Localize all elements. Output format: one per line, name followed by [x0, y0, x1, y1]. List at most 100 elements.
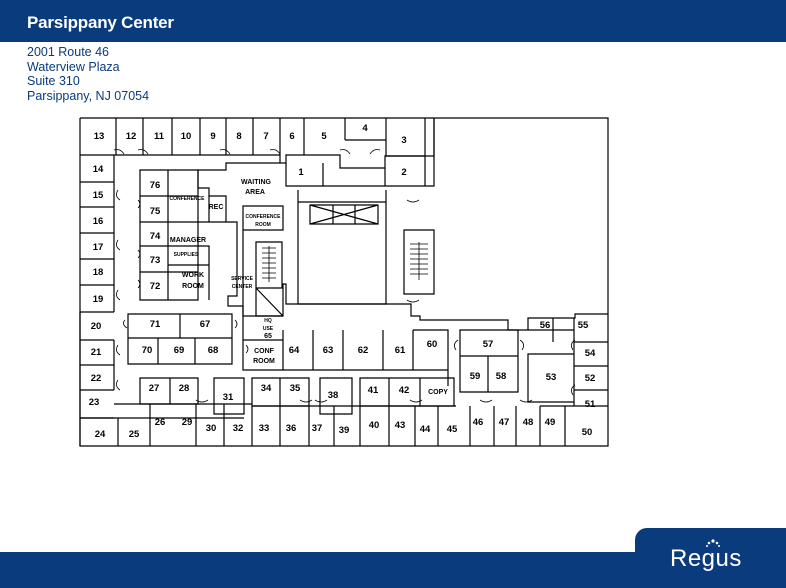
logo-panel — [635, 528, 786, 588]
conf-room-label: ROOM — [253, 358, 275, 365]
room-51: 51 — [585, 399, 596, 410]
room-13: 13 — [94, 131, 105, 142]
room-62: 62 — [358, 345, 369, 356]
room-21: 21 — [91, 347, 102, 358]
room-8: 8 — [236, 131, 241, 142]
room-76: 76 — [150, 180, 161, 191]
room-31: 31 — [223, 392, 234, 403]
room-67: 67 — [200, 319, 211, 330]
room-11: 11 — [154, 131, 165, 142]
rec-label: REC — [209, 204, 224, 211]
address-line: Waterview Plaza — [27, 59, 120, 74]
service-center-label: SERVICE — [231, 276, 254, 282]
room-61: 61 — [395, 345, 406, 356]
room-54: 54 — [585, 348, 596, 359]
room-71: 71 — [150, 319, 161, 330]
room-14: 14 — [93, 164, 104, 175]
room-37: 37 — [312, 423, 323, 434]
room-52: 52 — [585, 373, 596, 384]
regus-crown-icon — [706, 539, 720, 547]
room-30: 30 — [206, 423, 217, 434]
room-64: 64 — [289, 345, 300, 356]
room-47: 47 — [499, 417, 510, 428]
room-44: 44 — [420, 424, 431, 435]
room-58: 58 — [496, 371, 507, 382]
room-36: 36 — [286, 423, 297, 434]
room-49: 49 — [545, 417, 556, 428]
room-69: 69 — [174, 345, 185, 356]
room-19: 19 — [93, 294, 104, 305]
room-16: 16 — [93, 216, 104, 227]
room-42: 42 — [399, 385, 410, 396]
room-56: 56 — [540, 320, 551, 331]
room-22: 22 — [91, 373, 102, 384]
room-57: 57 — [483, 339, 494, 350]
hq-use-label: HQ — [264, 318, 272, 324]
address-line: 2001 Route 46 — [27, 45, 110, 59]
conf-room-label: CONF — [254, 348, 275, 355]
supplies-label: SUPPLIES — [174, 252, 199, 258]
room-28: 28 — [179, 383, 190, 394]
work-room-label: ROOM — [182, 283, 204, 290]
manager-label: MANAGER — [170, 237, 206, 244]
address-line: Parsippany, NJ 07054 — [27, 88, 150, 103]
room-9: 9 — [210, 131, 215, 142]
room-65: 65 — [264, 333, 272, 340]
copy-label: COPY — [428, 389, 448, 396]
room-26: 26 — [155, 417, 166, 428]
room-15: 15 — [93, 190, 104, 201]
room-53: 53 — [546, 372, 557, 383]
room-59: 59 — [470, 371, 481, 382]
room-55: 55 — [578, 320, 589, 331]
room-3: 3 — [401, 135, 406, 146]
conference-label: CONFERENCE — [169, 196, 205, 202]
room-73: 73 — [150, 255, 161, 266]
room-46: 46 — [473, 417, 484, 428]
page-title: Parsippany Center — [27, 13, 174, 32]
regus-logo: Regus — [670, 545, 742, 572]
room-20: 20 — [91, 321, 102, 332]
room-27: 27 — [149, 383, 160, 394]
room-40: 40 — [369, 420, 380, 431]
conference-room-label: CONFERENCE — [245, 214, 281, 220]
room-39: 39 — [339, 425, 350, 436]
room-32: 32 — [233, 423, 244, 434]
room-34: 34 — [261, 383, 272, 394]
room-4: 4 — [362, 123, 368, 134]
building-outline — [80, 117, 609, 331]
room-50: 50 — [582, 427, 593, 438]
header-band — [0, 0, 786, 42]
room-10: 10 — [181, 131, 192, 142]
room-25: 25 — [129, 429, 140, 440]
room-7: 7 — [263, 131, 268, 142]
address-line: Suite 310 — [27, 74, 80, 88]
room-70: 70 — [142, 345, 153, 356]
room-33: 33 — [259, 423, 270, 434]
room-6: 6 — [289, 131, 294, 142]
room-12: 12 — [126, 131, 137, 142]
conference-room-label: ROOM — [255, 222, 271, 228]
room-5: 5 — [321, 131, 327, 142]
room-24: 24 — [95, 429, 106, 440]
service-center-label: CENTER — [232, 284, 253, 290]
room-60: 60 — [427, 339, 438, 350]
waiting-area-label: WAITING — [241, 179, 271, 186]
room-74: 74 — [150, 231, 161, 242]
room-75: 75 — [150, 206, 161, 217]
hq-use-label: USE — [263, 326, 274, 332]
room-72: 72 — [150, 281, 161, 292]
room-43: 43 — [395, 420, 406, 431]
waiting-area-label: AREA — [245, 189, 265, 196]
room-63: 63 — [323, 345, 334, 356]
room-29: 29 — [182, 417, 193, 428]
room-68: 68 — [208, 345, 219, 356]
room-45: 45 — [447, 424, 458, 435]
room-35: 35 — [290, 383, 301, 394]
address-block: 2001 Route 46 Waterview Plaza Suite 310 … — [27, 45, 149, 103]
room-17: 17 — [93, 242, 104, 253]
work-room-label: WORK — [182, 272, 204, 279]
room-2: 2 — [401, 167, 406, 178]
room-1: 1 — [298, 167, 304, 178]
room-41: 41 — [368, 385, 379, 396]
